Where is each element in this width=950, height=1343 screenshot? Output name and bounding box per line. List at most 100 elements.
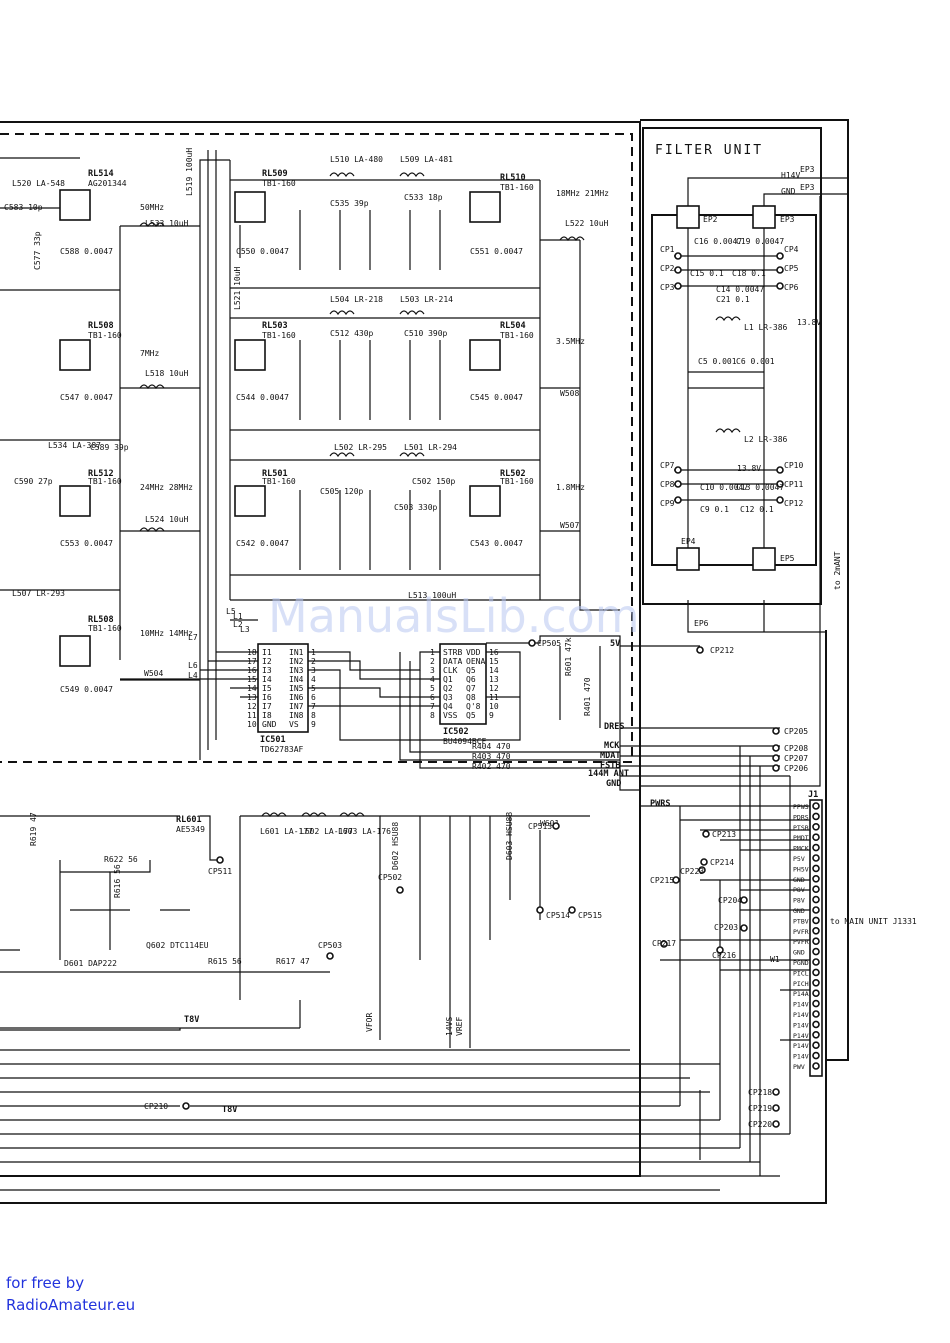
j1-pin-label: PVFR xyxy=(793,928,809,936)
svg-text:W504: W504 xyxy=(144,669,163,678)
svg-text:TD62783AF: TD62783AF xyxy=(260,745,304,754)
svg-text:CP219: CP219 xyxy=(748,1104,772,1113)
j1-pin xyxy=(812,822,820,831)
ep4-connector xyxy=(676,547,700,571)
svg-text:T8V: T8V xyxy=(222,1105,237,1115)
svg-text:CP218: CP218 xyxy=(748,1088,772,1097)
svg-text:DRES: DRES xyxy=(604,722,624,732)
j1-pin-label: GND xyxy=(793,907,805,915)
svg-text:9: 9 xyxy=(311,720,316,729)
svg-text:CP9: CP9 xyxy=(660,499,675,508)
filter-parts-labels: C16 0.0047 C19 0.0047 C15 0.1 C18 0.1 C1… xyxy=(690,237,788,514)
filter-right-test-points: CP4 CP5 CP6 CP10 CP11 CP12 xyxy=(776,245,803,508)
svg-text:10: 10 xyxy=(247,720,257,729)
j1-pin xyxy=(812,833,820,842)
svg-text:L509 LA-481: L509 LA-481 xyxy=(400,155,453,164)
svg-text:12: 12 xyxy=(247,702,257,711)
j1-pin-label: GND xyxy=(793,876,805,884)
j1-pin-label: P8V xyxy=(793,897,805,905)
svg-text:C512 430p: C512 430p xyxy=(330,329,374,338)
svg-text:C19 0.0047: C19 0.0047 xyxy=(736,237,784,246)
svg-text:AE5349: AE5349 xyxy=(176,825,205,834)
svg-text:TB1-160: TB1-160 xyxy=(500,331,534,340)
svg-text:5: 5 xyxy=(430,684,435,693)
test-points: CP505 CP212 CP205 CP206 CP207 CP208 CP21… xyxy=(144,639,808,1129)
svg-text:L522 10uH: L522 10uH xyxy=(565,219,609,228)
ep3-right-label: EP3 xyxy=(800,165,815,174)
svg-text:R601 47k: R601 47k xyxy=(564,637,573,676)
svg-text:C18 0.1: C18 0.1 xyxy=(732,269,766,278)
j1-pin xyxy=(812,978,820,987)
svg-text:3: 3 xyxy=(430,666,435,675)
j1-pin xyxy=(812,989,820,998)
svg-text:C553 0.0047: C553 0.0047 xyxy=(60,539,113,548)
svg-text:CP505: CP505 xyxy=(537,639,561,648)
svg-text:RL508: RL508 xyxy=(88,615,114,625)
svg-text:I8: I8 xyxy=(262,711,272,720)
svg-text:Q602 DTC114EU: Q602 DTC114EU xyxy=(146,941,209,950)
svg-text:I3: I3 xyxy=(262,666,272,675)
j1-pin-label: P14V xyxy=(793,1021,809,1029)
svg-text:CP1: CP1 xyxy=(660,245,675,254)
svg-text:TB1-160: TB1-160 xyxy=(262,477,296,486)
svg-text:CP7: CP7 xyxy=(660,461,675,470)
svg-text:9: 9 xyxy=(489,711,494,720)
svg-text:CP12: CP12 xyxy=(784,499,803,508)
svg-text:RL509: RL509 xyxy=(262,169,288,179)
v138-a: 13.8V xyxy=(797,318,821,327)
j1-pin xyxy=(812,1041,820,1049)
svg-text:Q4: Q4 xyxy=(443,702,453,711)
svg-text:TB1-160: TB1-160 xyxy=(500,477,534,486)
svg-text:W1: W1 xyxy=(770,955,780,964)
j1-pin xyxy=(812,968,820,977)
svg-text:L2 LR-386: L2 LR-386 xyxy=(744,435,788,444)
svg-text:CP207: CP207 xyxy=(784,754,808,763)
svg-text:R615 56: R615 56 xyxy=(208,957,242,966)
svg-text:CP6: CP6 xyxy=(784,283,799,292)
svg-text:7MHz: 7MHz xyxy=(140,349,159,358)
svg-text:R617 47: R617 47 xyxy=(276,957,310,966)
svg-text:C503 330p: C503 330p xyxy=(394,503,438,512)
j1-pin xyxy=(812,1010,820,1018)
svg-text:C544 0.0047: C544 0.0047 xyxy=(236,393,289,402)
svg-text:C588 0.0047: C588 0.0047 xyxy=(60,247,113,256)
svg-text:CP503: CP503 xyxy=(318,941,342,950)
filter-bank-wiring xyxy=(0,150,620,760)
j1-pin-label: PTSB xyxy=(793,824,809,832)
svg-text:MDAT: MDAT xyxy=(600,751,620,761)
svg-text:C542 0.0047: C542 0.0047 xyxy=(236,539,289,548)
svg-text:TB1-160: TB1-160 xyxy=(88,477,122,486)
svg-text:RL503: RL503 xyxy=(262,321,288,331)
svg-text:CP206: CP206 xyxy=(784,764,808,773)
svg-text:L503 LR-214: L503 LR-214 xyxy=(400,295,453,304)
svg-text:C590 27p: C590 27p xyxy=(14,477,53,486)
svg-text:15: 15 xyxy=(489,657,499,666)
svg-text:L502 LR-295: L502 LR-295 xyxy=(334,443,387,452)
svg-text:Q'8: Q'8 xyxy=(466,702,481,711)
svg-text:R402 470: R402 470 xyxy=(472,762,511,771)
svg-text:C510 390p: C510 390p xyxy=(404,329,448,338)
svg-text:C577 33p: C577 33p xyxy=(33,231,42,270)
svg-text:C583 10p: C583 10p xyxy=(4,203,43,212)
svg-text:CP513: CP513 xyxy=(528,822,552,831)
gnd-label: GND xyxy=(781,187,796,196)
svg-text:VS: VS xyxy=(289,720,299,729)
svg-text:CP10: CP10 xyxy=(784,461,803,470)
j1-pin xyxy=(812,1031,820,1039)
svg-text:50MHz: 50MHz xyxy=(140,203,164,212)
j1-pin-label: PVFR xyxy=(793,938,809,946)
svg-text:D603 HSU88: D603 HSU88 xyxy=(505,812,514,860)
svg-text:C545 0.0047: C545 0.0047 xyxy=(470,393,523,402)
j1-pin xyxy=(812,947,820,956)
svg-text:24MHz 28MHz: 24MHz 28MHz xyxy=(140,483,193,492)
j1-pin-label: GND xyxy=(793,949,805,957)
j1-pin xyxy=(812,999,820,1008)
j1-pin xyxy=(812,1020,820,1029)
svg-text:CP515: CP515 xyxy=(578,911,602,920)
svg-text:C502 150p: C502 150p xyxy=(412,477,456,486)
svg-text:PWRS: PWRS xyxy=(650,799,670,809)
svg-text:VREF: VREF xyxy=(455,1017,464,1036)
svg-text:J1: J1 xyxy=(808,790,818,800)
svg-text:3.5MHz: 3.5MHz xyxy=(556,337,585,346)
